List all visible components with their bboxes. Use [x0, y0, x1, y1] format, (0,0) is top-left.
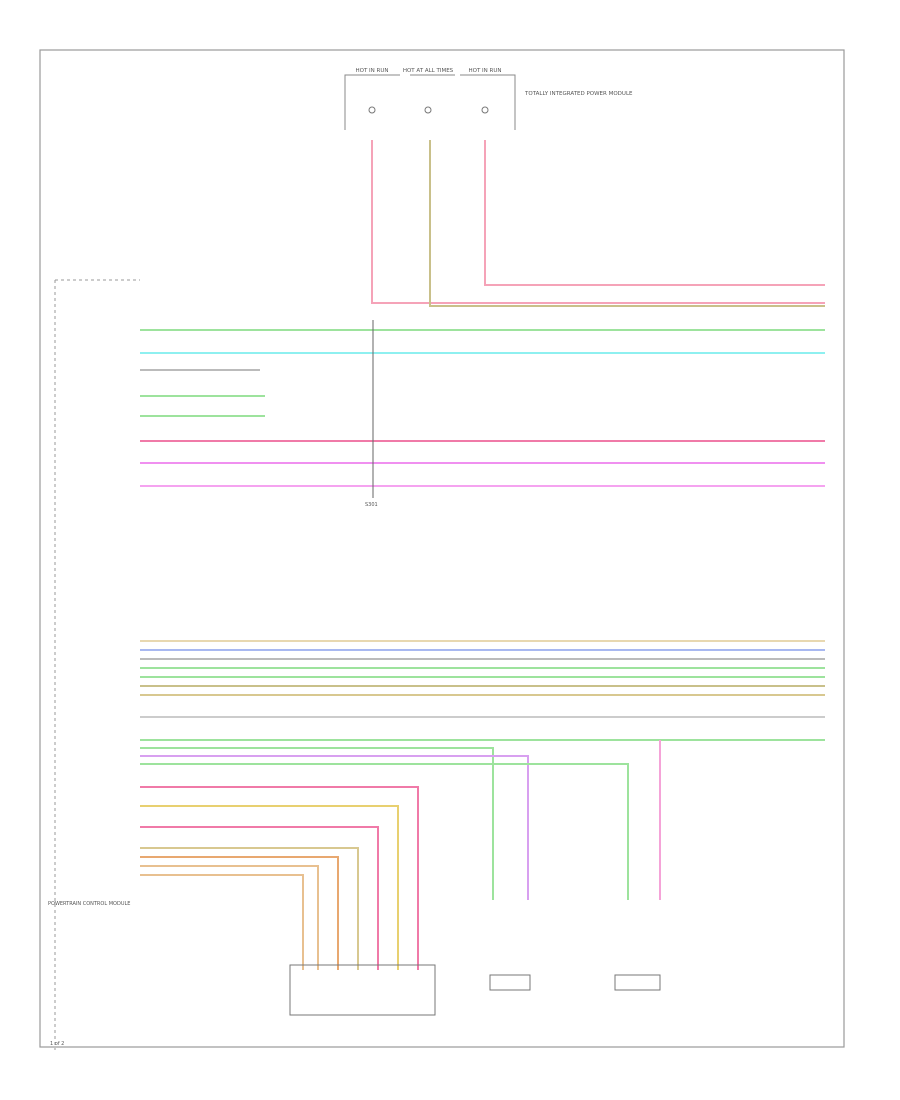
top-feed-wires — [371, 140, 825, 307]
fuse-box-group — [344, 74, 516, 130]
fuse-2 — [424, 106, 432, 114]
splice-label: S301 — [365, 502, 378, 508]
pcm-label: POWERTRAIN CONTROL MODULE — [48, 901, 130, 907]
lower-wires — [140, 640, 825, 970]
fuse-box-1-label: HOT IN RUN — [355, 68, 388, 74]
sensor-2 — [489, 974, 531, 991]
pcm-boundary — [54, 279, 140, 1050]
fuse-box-note: TOTALLY INTEGRATED POWER MODULE — [524, 91, 633, 97]
fuse-1 — [368, 106, 376, 114]
sensor-connector-1 — [289, 964, 436, 1016]
upper-wires — [140, 329, 825, 487]
sensor-3 — [614, 974, 661, 991]
sensors — [289, 964, 661, 1016]
fuse-box-3-label: HOT IN RUN — [468, 68, 501, 74]
fuse-3 — [481, 106, 489, 114]
page-id: 1 of 2 — [50, 1041, 64, 1047]
fuse-box-2-label: HOT AT ALL TIMES — [403, 68, 454, 74]
diagram-frame — [39, 49, 845, 1048]
fuses — [368, 106, 489, 114]
fuse-box-labels: HOT IN RUN HOT AT ALL TIMES HOT IN RUN T… — [355, 68, 633, 97]
